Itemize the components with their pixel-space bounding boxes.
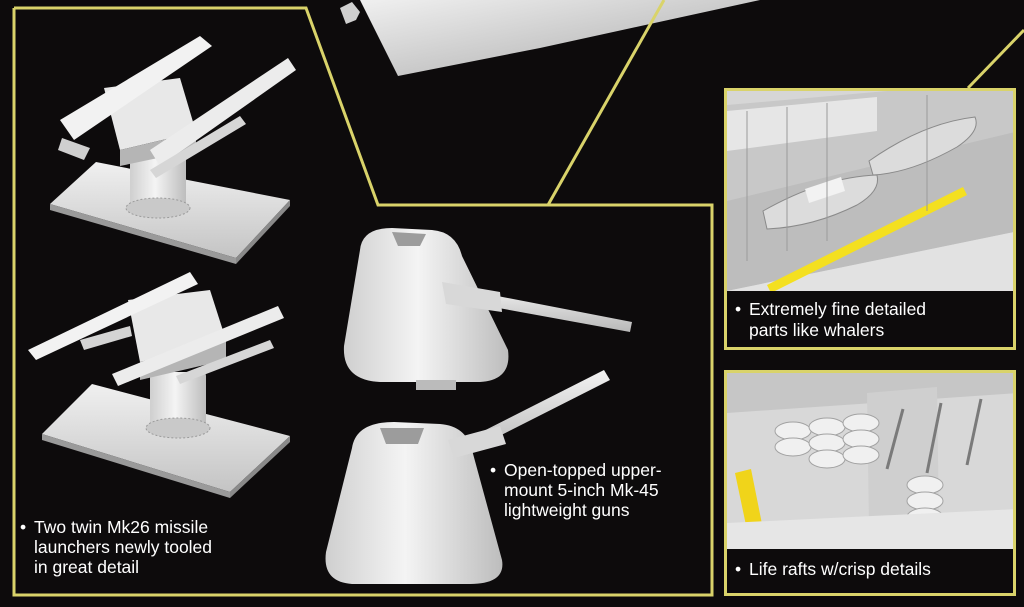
caption-guns-line-1: Open-topped upper- (504, 460, 662, 480)
caption-whalers-line-1: Extremely fine detailed (749, 299, 927, 319)
caption-rafts-line-1: Life rafts w/crisp details (749, 559, 931, 579)
caption-life-rafts: •Life rafts w/crisp details (735, 559, 931, 579)
caption-guns-line-2: mount 5-inch Mk-45 (504, 480, 659, 500)
caption-missile-line-2: launchers newly tooled (34, 537, 213, 557)
inset-life-rafts: •Life rafts w/crisp details (724, 370, 1016, 596)
callout-frame (12, 0, 1024, 597)
caption-guns-line-3: lightweight guns (504, 500, 630, 520)
caption-whalers-line-2: parts like whalers (749, 320, 885, 340)
life-rafts-illustration (727, 373, 1013, 593)
mk26-launcher-upper (50, 36, 296, 264)
caption-missile-line-1: Two twin Mk26 missile (34, 517, 209, 537)
whalers-illustration (727, 91, 1013, 347)
caption-whalers: •Extremely fine detailed parts like whal… (735, 299, 927, 340)
caption-missile-line-3: in great detail (34, 557, 140, 577)
mk26-launcher-lower (28, 272, 290, 498)
caption-guns: •Open-topped upper- mount 5-inch Mk-45 l… (490, 460, 662, 520)
mk45-gun-upper (343, 228, 632, 390)
ship-hull-fragment (340, 0, 760, 76)
mk45-gun-lower (325, 370, 610, 584)
caption-missile-launchers: •Two twin Mk26 missile launchers newly t… (20, 517, 213, 577)
inset-whalers: •Extremely fine detailed parts like whal… (724, 88, 1016, 350)
